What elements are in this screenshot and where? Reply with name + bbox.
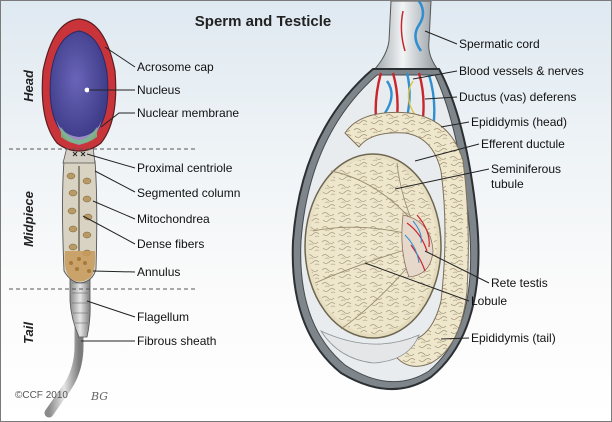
label-segmented-column: Segmented column <box>137 186 240 200</box>
label-fibrous-sheath: Fibrous sheath <box>137 334 216 348</box>
label-spermatic-cord: Spermatic cord <box>459 37 540 51</box>
label-rete-testis: Rete testis <box>491 276 548 290</box>
label-efferent-ductule: Efferent ductule <box>481 137 565 151</box>
label-blood-vessels-nerves: Blood vessels & nerves <box>459 64 584 78</box>
label-proximal-centriole: Proximal centriole <box>137 161 233 175</box>
label-mitochondrea: Mitochondrea <box>137 212 210 226</box>
label-nuclear-membrane: Nuclear membrane <box>137 106 239 120</box>
nucleus-pointer-dot <box>84 87 90 93</box>
label-annulus: Annulus <box>137 265 180 279</box>
annulus-shape <box>64 251 96 282</box>
label-ductus-deferens: Ductus (vas) deferens <box>459 90 576 104</box>
epididymis-shape <box>344 111 469 367</box>
testicle-illustration: Spermatic cord Blood vessels & nerves Du… <box>291 1 584 391</box>
label-flagellum: Flagellum <box>137 310 189 324</box>
label-dense-fibers: Dense fibers <box>137 237 204 251</box>
post-acrosomal-region <box>61 127 97 144</box>
artist-signature: BG <box>90 390 108 403</box>
sperm-illustration: Head Midpiece Tail Acrosome cap Nucleus … <box>9 18 240 418</box>
centriole-marks <box>72 151 86 157</box>
copyright-text: ©CCF 2010 <box>15 390 68 401</box>
label-nucleus: Nucleus <box>137 83 180 97</box>
spermatic-cord-shape <box>371 1 441 72</box>
region-label-head: Head <box>21 69 36 102</box>
rete-vessels <box>406 214 430 272</box>
lower-fold-shape <box>319 330 420 364</box>
nucleus-shape <box>49 30 109 140</box>
cord-vein <box>414 1 425 52</box>
label-seminiferous-line1: Seminiferous <box>491 162 561 176</box>
flagellum-shape <box>44 296 84 418</box>
diagram-title: Sperm and Testicle <box>195 13 331 30</box>
sperm-leader-lines <box>81 46 136 342</box>
cord-artery <box>400 10 406 52</box>
rete-testis-shape <box>401 214 434 278</box>
testicle-leader-lines <box>364 30 490 340</box>
label-epididymis-head: Epididymis (head) <box>471 115 567 129</box>
region-label-tail: Tail <box>21 322 36 344</box>
annulus-texture <box>69 257 91 273</box>
label-acrosome-cap: Acrosome cap <box>137 60 214 74</box>
label-seminiferous-line2: tubule <box>491 177 524 191</box>
label-epididymis-tail: Epididymis (tail) <box>471 331 556 345</box>
label-lobule: Lobule <box>471 294 507 308</box>
rete-veins <box>404 220 422 264</box>
region-label-midpiece: Midpiece <box>21 191 36 247</box>
